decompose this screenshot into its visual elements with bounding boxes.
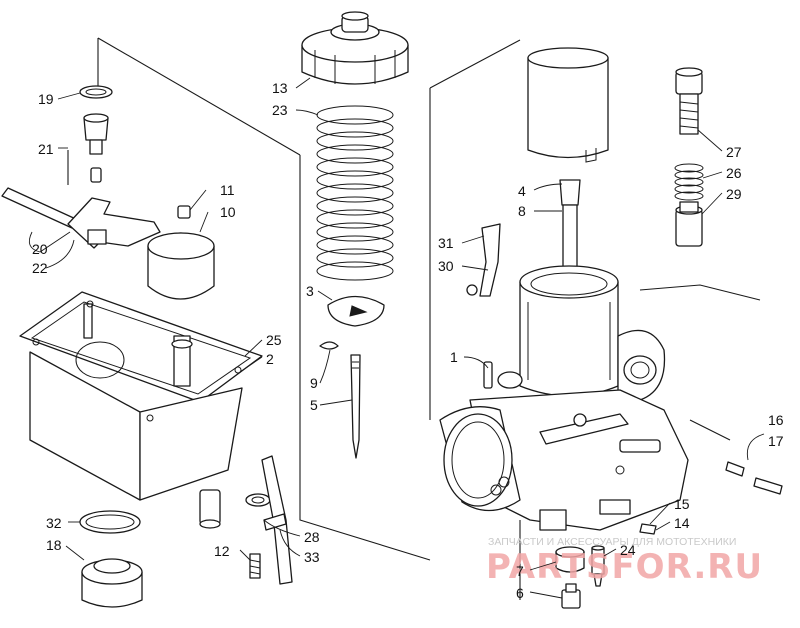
callout-21: 21 — [38, 141, 54, 157]
callout-4: 4 — [518, 183, 526, 199]
jets — [555, 523, 657, 609]
callout-3: 3 — [306, 283, 314, 299]
callout-7: 7 — [516, 563, 524, 579]
callout-29: 29 — [726, 186, 742, 202]
callout-28: 28 — [304, 529, 320, 545]
callout-12: 12 — [214, 543, 230, 559]
callout-8: 8 — [518, 203, 526, 219]
callout-33: 33 — [304, 549, 320, 565]
callout-6: 6 — [516, 585, 524, 601]
slide-spring — [316, 105, 394, 281]
callout-18: 18 — [46, 537, 62, 553]
callout-1: 1 — [450, 349, 458, 365]
callout-15: 15 — [674, 496, 690, 512]
watermark: ЗАПЧАСТИ И АКСЕССУАРЫ ДЛЯ МОТОТЕХНИКИ PA… — [486, 536, 763, 587]
callout-14: 14 — [674, 515, 690, 531]
jet-needle — [319, 341, 361, 459]
callout-25: 25 — [266, 332, 282, 348]
assembly-frame-lines — [67, 37, 761, 600]
needle-retainer-plate — [327, 295, 385, 327]
callout-27: 27 — [726, 144, 742, 160]
side-screws — [725, 461, 783, 495]
callout-32: 32 — [46, 515, 62, 531]
callout-23: 23 — [272, 102, 288, 118]
cable-bracket — [466, 223, 501, 297]
callout-10: 10 — [220, 204, 236, 220]
callout-13: 13 — [272, 80, 288, 96]
callout-labels: 19 21 20 22 11 10 25 2 32 18 12 28 33 13… — [32, 80, 784, 601]
callout-19: 19 — [38, 91, 54, 107]
callout-24: 24 — [620, 542, 636, 558]
float-valve-parts — [1, 85, 161, 249]
callout-16: 16 — [768, 412, 784, 428]
watermark-tagline: ЗАПЧАСТИ И АКСЕССУАРЫ ДЛЯ МОТОТЕХНИКИ — [488, 536, 736, 548]
callout-11: 11 — [220, 182, 235, 198]
callout-5: 5 — [310, 397, 318, 413]
carburetor-body — [439, 265, 689, 531]
watermark-brand: PARTSFOR.RU — [486, 547, 763, 587]
callout-22: 22 — [32, 260, 48, 276]
throttle-slide — [527, 47, 609, 163]
callout-30: 30 — [438, 258, 454, 274]
callout-9: 9 — [310, 375, 318, 391]
float-bowl — [19, 291, 263, 529]
float — [147, 205, 215, 300]
callout-26: 26 — [726, 165, 742, 181]
carb-top-cap — [301, 11, 409, 85]
pilot-screw-assembly — [674, 67, 704, 247]
drain-plug — [79, 510, 143, 608]
callout-20: 20 — [32, 241, 48, 257]
callout-31: 31 — [438, 235, 454, 251]
leader-lines — [28, 77, 765, 599]
callout-17: 17 — [768, 433, 784, 449]
drain-hose-parts — [245, 455, 293, 585]
callout-2: 2 — [266, 351, 274, 367]
